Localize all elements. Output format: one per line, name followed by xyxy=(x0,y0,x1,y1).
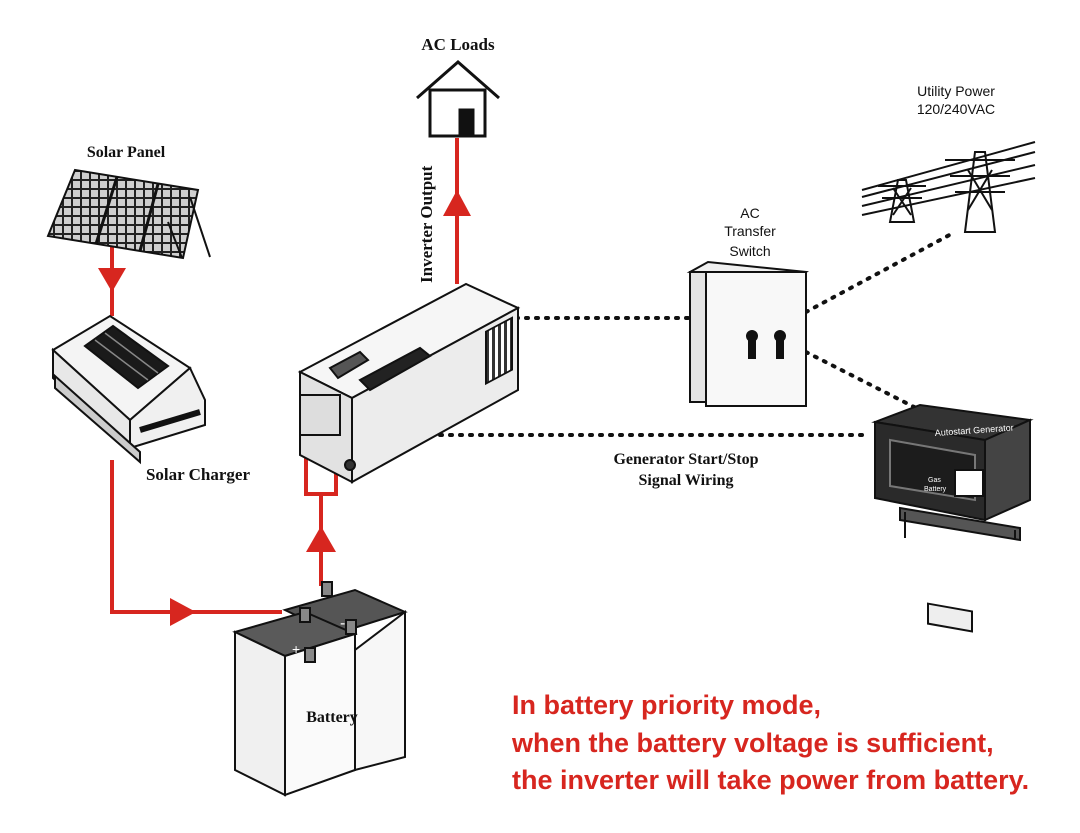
solar-charger-label: Solar Charger xyxy=(146,465,250,484)
ac-loads-label: AC Loads xyxy=(421,35,495,54)
svg-text:120/240VAC: 120/240VAC xyxy=(917,101,995,117)
switch-to-utility-line xyxy=(804,230,957,314)
flow-arrows xyxy=(98,190,471,626)
battery-priority-note: In battery priority mode, when the batte… xyxy=(511,690,1029,795)
svg-text:Transfer: Transfer xyxy=(724,223,776,239)
note-line-2: when the battery voltage is sufficient, xyxy=(511,728,994,758)
arrow-to-battery xyxy=(170,598,196,626)
solar-panel-icon xyxy=(46,168,211,260)
battery-label: Battery xyxy=(306,709,358,726)
generator-icon: Autostart Generator Gas Battery xyxy=(871,403,1034,633)
house-icon xyxy=(416,60,500,138)
svg-text:Signal Wiring: Signal Wiring xyxy=(639,472,734,489)
svg-text:-: - xyxy=(340,615,345,632)
svg-text:Generator Start/Stop: Generator Start/Stop xyxy=(613,451,758,468)
transfer-switch-icon xyxy=(686,260,810,407)
svg-text:+: + xyxy=(292,641,300,657)
utility-power-label: Utility Power 120/240VAC xyxy=(917,83,995,117)
battery-icon: + - xyxy=(232,581,408,797)
charger-to-battery-line xyxy=(110,460,282,614)
arrow-battery-up xyxy=(306,526,336,552)
svg-text:Utility Power: Utility Power xyxy=(917,83,995,99)
transfer-switch-label: AC Transfer Switch xyxy=(724,205,776,259)
signal-dotted-lines xyxy=(438,230,957,437)
switch-to-generator-line xyxy=(804,350,922,412)
generator-signal-label: Generator Start/Stop Signal Wiring xyxy=(613,451,758,489)
svg-text:Gas: Gas xyxy=(928,477,941,484)
svg-text:Switch: Switch xyxy=(729,243,770,259)
utility-power-icon xyxy=(861,141,1036,233)
arrow-solar-down xyxy=(98,268,126,292)
note-line-3: the inverter will take power from batter… xyxy=(512,765,1029,795)
solar-panel-label: Solar Panel xyxy=(87,144,166,161)
inverter-icon xyxy=(297,282,521,484)
arrow-inverter-up xyxy=(443,190,471,216)
svg-text:AC: AC xyxy=(740,205,759,221)
inverter-output-label: Inverter Output xyxy=(417,165,436,283)
note-line-1: In battery priority mode, xyxy=(512,690,821,720)
solar-charger-icon xyxy=(51,314,206,465)
svg-text:Battery: Battery xyxy=(924,486,947,493)
